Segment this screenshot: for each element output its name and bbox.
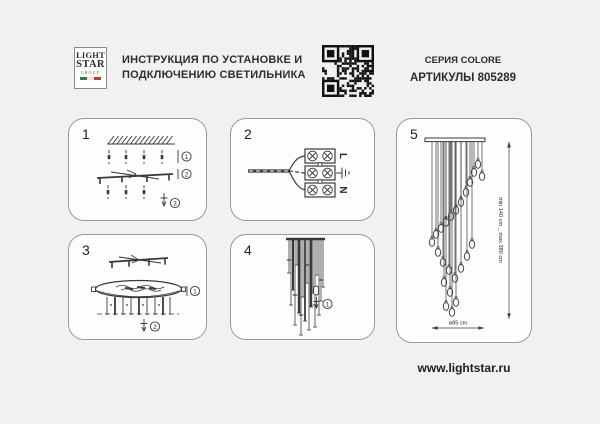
callout-2: 2 [181,168,192,180]
title-line-2: ПОДКЛЮЧЕНИЮ СВЕТИЛЬНИКА [122,68,306,81]
terminal-label-live: L [337,153,348,159]
svg-text:2: 2 [153,324,157,331]
screw-icon [313,297,320,310]
cord-gripper [313,285,320,296]
panel-step-3: 3 [68,234,207,340]
cord-adjustment-diagram: 1 [286,237,333,336]
ceiling-mount-diagram: 1 2 3 [96,135,192,209]
product-header: СЕРИЯ COLORE АРТИКУЛЫ 805289 [388,55,538,84]
logo-word-light: LIGHT [76,50,105,60]
diameter-dimension [431,326,485,330]
mounting-bracket [108,254,169,268]
callout-1: 1 [189,285,201,297]
pendant-drops [428,142,486,317]
wire-live [288,155,306,172]
website-link[interactable]: www.lightstar.ru [417,361,511,375]
panel-step-1: 1 1 2 [68,118,207,221]
height-dimension [507,141,511,319]
height-range-label: min 140 cm _ max 380 cm [497,197,503,263]
svg-text:3: 3 [173,200,177,207]
terminal-label-neutral: N [337,186,348,193]
callout-1: 1 [322,298,333,310]
logo-word-star: STAR [76,58,105,70]
wiring-diagram: L N [248,148,350,198]
screw-icon [160,193,168,208]
mounting-bracket [96,169,174,184]
panel-step-2: 2 [230,118,375,221]
canopy-diagram: 1 2 [91,254,201,333]
title-line-1: ИНСТРУКЦИЯ ПО УСТАНОВКЕ И [122,54,303,66]
canopy-plate [91,279,186,299]
step-number: 5 [410,126,418,142]
earth-ground-icon [336,167,350,179]
qr-code-svg [322,45,374,97]
wire-neutral [288,170,306,191]
lightstar-logo: LIGHT STAR GROUP [74,47,107,89]
hanging-cords [286,239,325,336]
step-number: 1 [82,126,90,142]
ceiling-canopy [424,137,486,143]
step-number: 4 [244,242,252,258]
diameter-label: ø85 cm [449,321,468,327]
callout-3: 3 [169,197,181,209]
cord-bundle [106,297,171,315]
svg-text:2: 2 [185,171,189,178]
ceiling-hatch [107,135,175,145]
page-title: ИНСТРУКЦИЯ ПО УСТАНОВКЕ И ПОДКЛЮЧЕНИЮ СВ… [122,53,332,83]
step-number: 3 [82,242,90,258]
panel-step-4: 4 1 [230,234,375,340]
series-label: СЕРИЯ COLORE [424,55,502,66]
callout-2: 2 [149,321,161,332]
svg-text:1: 1 [185,154,189,161]
step-number: 2 [244,126,252,142]
screw-icon [140,319,148,333]
svg-text:1: 1 [326,301,330,308]
callout-1: 1 [181,151,192,162]
italian-flag-icon [79,77,102,80]
panel-step-5: 5 min 140 cm _ max 380 cm ø85 cm [396,118,532,343]
logo-word-group: GROUP [80,71,101,76]
chandelier-overview-diagram: min 140 cm _ max 380 cm ø85 cm [424,137,511,330]
qr-code-icon [322,44,374,98]
threaded-rods [106,150,164,199]
terminal-screws [307,150,333,196]
wire-earth [288,170,306,174]
article-label: АРТИКУЛЫ 805289 [409,72,517,84]
svg-text:1: 1 [193,288,197,295]
